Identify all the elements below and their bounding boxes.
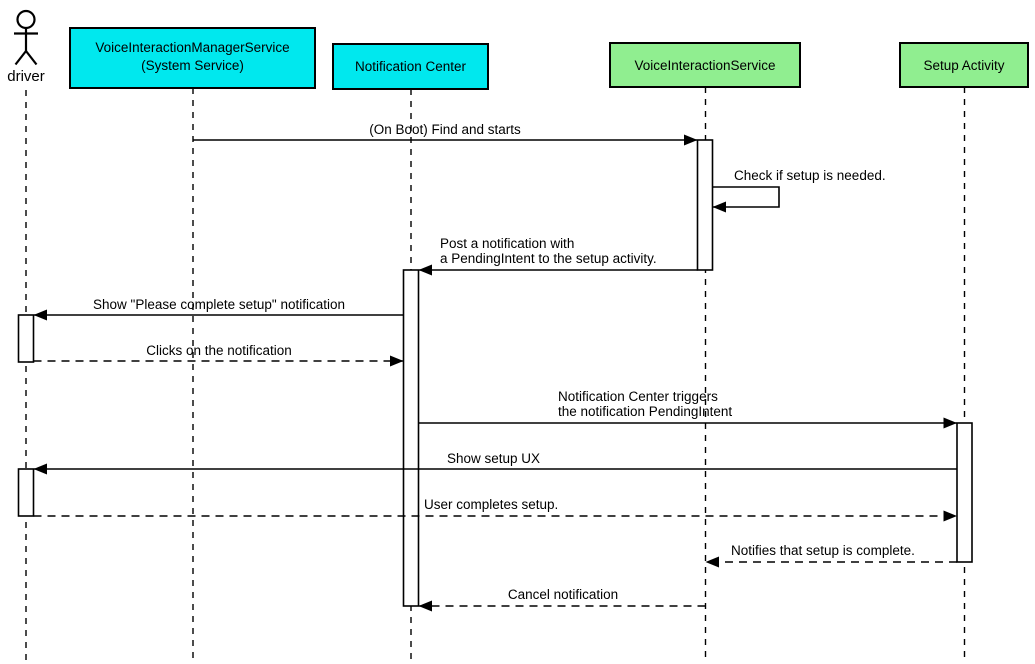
message-label: Show setup UX	[447, 451, 540, 466]
message-label: Post a notification with	[440, 236, 574, 251]
message-label: the notification PendingIntent	[558, 404, 732, 419]
message-on-boot-find-and-starts: (On Boot) Find and starts	[193, 122, 698, 146]
participant-voice-interaction-manager-service: VoiceInteractionManagerService (System S…	[69, 27, 316, 89]
message-label: Cancel notification	[508, 587, 618, 602]
message-post-a-notification: Post a notification with a PendingIntent…	[418, 236, 698, 276]
message-label: User completes setup.	[424, 497, 558, 512]
participant-setup-activity: Setup Activity	[899, 42, 1029, 88]
person-icon	[14, 9, 38, 66]
message-label: Check if setup is needed.	[734, 168, 886, 183]
message-label: Show "Please complete setup" notificatio…	[93, 297, 345, 312]
activation-driver-2	[17, 468, 35, 517]
participant-box-notification-center	[332, 43, 489, 90]
message-label: Clicks on the notification	[146, 343, 292, 358]
participant-label: VoiceInteractionService	[634, 58, 775, 73]
message-cancel-notification: Cancel notification	[418, 587, 706, 612]
participant-box-setup-activity	[899, 42, 1029, 88]
message-line	[712, 186, 780, 213]
participant-box-voice-interaction-service	[609, 42, 801, 88]
participant-label: (System Service)	[141, 58, 244, 73]
message-label: Notifies that setup is complete.	[731, 543, 915, 558]
message-user-completes-setup: User completes setup.	[33, 497, 957, 522]
actor-label: driver	[7, 68, 45, 85]
participant-label: Setup Activity	[923, 58, 1004, 73]
participant-label: VoiceInteractionManagerService	[95, 40, 289, 55]
participant-voice-interaction-service: VoiceInteractionService	[609, 42, 801, 88]
actor-driver: driver	[7, 9, 45, 85]
message-label: Notification Center triggers	[558, 389, 718, 404]
message-show-setup-ux: Show setup UX	[33, 451, 957, 475]
activation-notification-center	[402, 269, 420, 607]
activation-setup-activity	[956, 422, 973, 563]
participant-notification-center: Notification Center	[332, 43, 489, 90]
activation-voice-interaction-service	[696, 139, 714, 271]
activation-driver-1	[17, 314, 35, 363]
message-label: (On Boot) Find and starts	[369, 122, 521, 137]
message-check-if-setup-is-needed: Check if setup is needed.	[712, 168, 886, 213]
message-notifies-setup-complete: Notifies that setup is complete.	[705, 543, 957, 568]
participant-box-voice-interaction-manager-service	[69, 27, 316, 89]
participant-label: Notification Center	[355, 59, 467, 74]
message-clicks-on-the-notification: Clicks on the notification	[33, 343, 404, 367]
message-notification-center-triggers-pendingintent: Notification Center triggers the notific…	[418, 389, 957, 429]
message-label: a PendingIntent to the setup activity.	[440, 251, 657, 266]
message-show-please-complete-setup-notification: Show "Please complete setup" notificatio…	[33, 297, 404, 321]
